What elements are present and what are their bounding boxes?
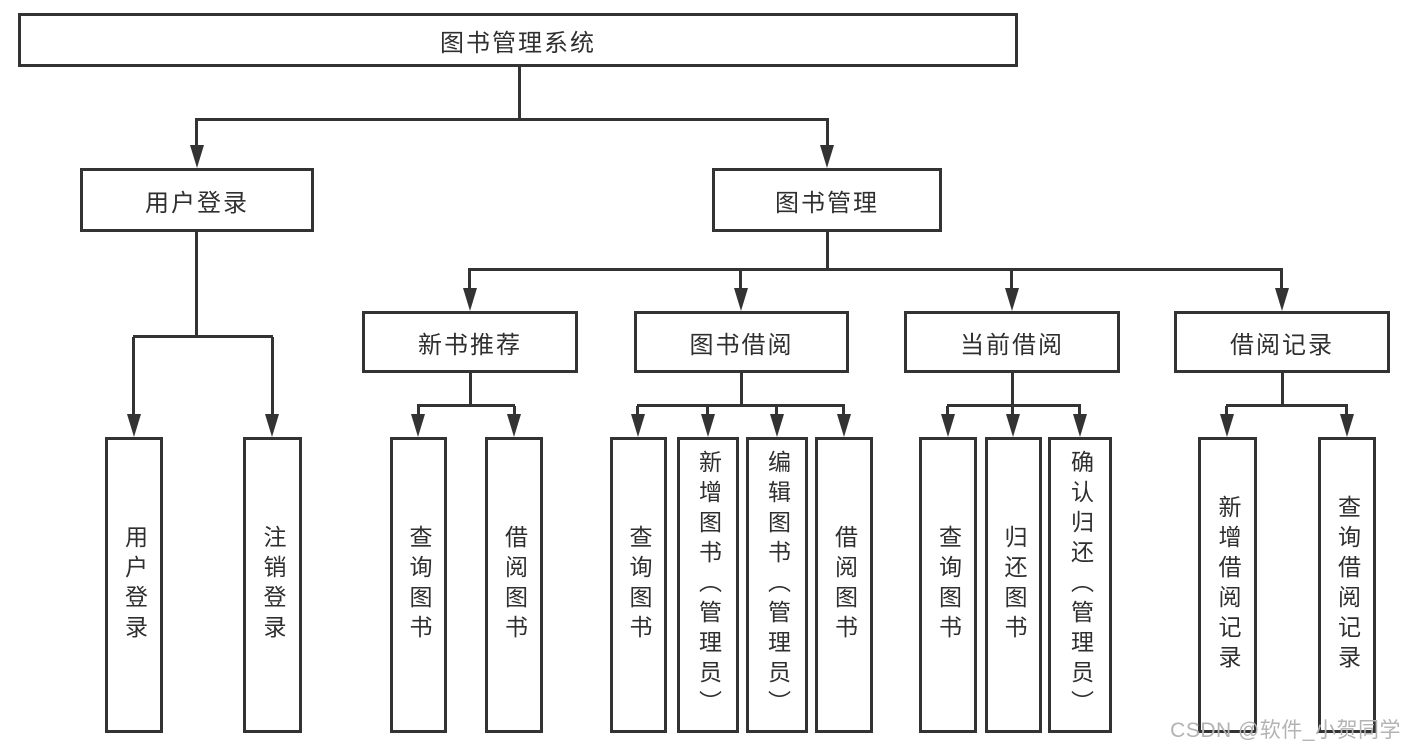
- node-borrow-records: 借阅记录: [1174, 311, 1390, 373]
- connector-drop-leaf: [513, 406, 516, 416]
- arrow-down-icon: [734, 288, 748, 311]
- connector-bookmgmt-hline: [468, 268, 1283, 271]
- node-book-management-branch: 图书管理: [712, 168, 942, 232]
- node-user-login-branch-label: 用户登录: [145, 189, 249, 217]
- connector-drop-book-mgmt: [826, 120, 829, 148]
- leaf-add-borrow-record: 新增借阅记录: [1198, 437, 1257, 733]
- connector-drop-leaf: [132, 337, 135, 415]
- leaf-query-books-2: 查询图书: [610, 437, 667, 733]
- arrow-down-icon: [463, 288, 477, 311]
- connector-drop-leaf: [417, 406, 420, 416]
- arrow-down-icon: [1275, 288, 1289, 311]
- arrow-down-icon: [507, 414, 521, 437]
- arrow-down-icon: [701, 414, 715, 437]
- watermark: CSDN @软件_小贺同学: [1170, 719, 1401, 742]
- arrow-down-icon: [411, 414, 425, 437]
- connector-drop-leaf: [271, 337, 274, 415]
- leaf-borrow-books-1: 借阅图书: [485, 437, 543, 733]
- connector-drop-leaf: [842, 406, 845, 416]
- leaf-add-books-admin: 新增图书（管理员）: [677, 437, 739, 733]
- leaf-add-books-admin-label: 新增图书（管理员）: [695, 450, 722, 720]
- connector-moduleC-hline: [637, 404, 845, 407]
- leaf-query-books-1: 查询图书: [390, 437, 447, 733]
- node-new-book-recommend-label: 新书推荐: [418, 331, 522, 359]
- connector-moduleD-hline: [947, 404, 1081, 407]
- arrow-down-icon: [941, 414, 955, 437]
- arrow-down-icon: [770, 414, 784, 437]
- connector-drop-module: [1010, 270, 1013, 290]
- node-user-login-branch: 用户登录: [80, 168, 314, 232]
- node-current-borrow: 当前借阅: [904, 311, 1120, 373]
- leaf-edit-books-admin: 编辑图书（管理员）: [746, 437, 808, 733]
- leaf-borrow-books-1-label: 借阅图书: [501, 525, 528, 645]
- leaf-user-login-label: 用户登录: [121, 525, 148, 645]
- node-library-system: 图书管理系统: [18, 13, 1018, 67]
- arrow-down-icon: [265, 414, 279, 437]
- connector-drop-leaf: [1011, 406, 1014, 416]
- leaf-return-books: 归还图书: [985, 437, 1042, 733]
- leaf-confirm-return-admin-label: 确认归还（管理员）: [1067, 450, 1094, 720]
- leaf-query-borrow-record: 查询借阅记录: [1318, 437, 1376, 733]
- arrow-down-icon: [837, 414, 851, 437]
- connector-moduleB-stem: [469, 373, 472, 404]
- node-new-book-recommend: 新书推荐: [362, 311, 578, 373]
- leaf-user-login: 用户登录: [105, 437, 163, 733]
- arrow-down-icon: [631, 414, 645, 437]
- arrow-down-icon: [1005, 288, 1019, 311]
- leaf-add-borrow-record-label: 新增借阅记录: [1215, 495, 1241, 675]
- node-book-borrow-label: 图书借阅: [689, 331, 794, 359]
- leaf-query-books-3-label: 查询图书: [935, 525, 962, 645]
- connector-moduleD-stem: [1011, 373, 1014, 404]
- connector-drop-user-login: [195, 120, 198, 148]
- connector-drop-leaf: [1345, 406, 1348, 416]
- leaf-logout-label: 注销登录: [260, 525, 286, 645]
- connector-drop-module: [739, 270, 742, 290]
- connector-drop-leaf: [1078, 406, 1081, 416]
- connector-drop-leaf: [775, 406, 778, 416]
- connector-drop-leaf: [1225, 406, 1228, 416]
- leaf-borrow-books-2-label: 借阅图书: [831, 525, 858, 645]
- connector-drop-leaf: [636, 406, 639, 416]
- leaf-return-books-label: 归还图书: [1001, 525, 1027, 645]
- arrow-down-icon: [190, 145, 204, 168]
- connector-root-stem: [518, 67, 521, 118]
- connector-drop-leaf: [946, 406, 949, 416]
- node-book-borrow: 图书借阅: [634, 311, 849, 373]
- connector-bookmgmt-stem: [826, 232, 829, 268]
- leaf-query-books-2-label: 查询图书: [626, 525, 652, 645]
- leaf-query-books-3: 查询图书: [919, 437, 977, 733]
- leaf-logout: 注销登录: [243, 437, 302, 733]
- connector-userlogin-hline: [133, 335, 273, 338]
- node-borrow-records-label: 借阅记录: [1230, 331, 1334, 359]
- leaf-query-books-1-label: 查询图书: [406, 525, 432, 645]
- node-current-borrow-label: 当前借阅: [960, 331, 1064, 359]
- arrow-down-icon: [1340, 414, 1354, 437]
- connector-moduleE-hline: [1226, 404, 1348, 407]
- connector-moduleE-stem: [1281, 373, 1284, 404]
- node-library-system-label: 图书管理系统: [440, 29, 596, 57]
- leaf-query-borrow-record-label: 查询借阅记录: [1334, 495, 1361, 675]
- connector-drop-leaf: [706, 406, 709, 416]
- arrow-down-icon: [1006, 414, 1020, 437]
- leaf-confirm-return-admin: 确认归还（管理员）: [1048, 437, 1112, 733]
- node-book-management-branch-label: 图书管理: [775, 189, 879, 217]
- leaf-edit-books-admin-label: 编辑图书（管理员）: [764, 450, 791, 720]
- connector-moduleC-stem: [740, 373, 743, 404]
- arrow-down-icon: [1073, 414, 1087, 437]
- arrow-down-icon: [820, 145, 834, 168]
- arrow-down-icon: [1220, 414, 1234, 437]
- connector-drop-module: [468, 270, 471, 290]
- leaf-borrow-books-2: 借阅图书: [815, 437, 873, 733]
- arrow-down-icon: [127, 414, 141, 437]
- connector-root-hline: [195, 118, 829, 121]
- connector-drop-module: [1280, 270, 1283, 290]
- connector-userlogin-stem: [195, 232, 198, 335]
- connector-moduleB-hline: [417, 404, 515, 407]
